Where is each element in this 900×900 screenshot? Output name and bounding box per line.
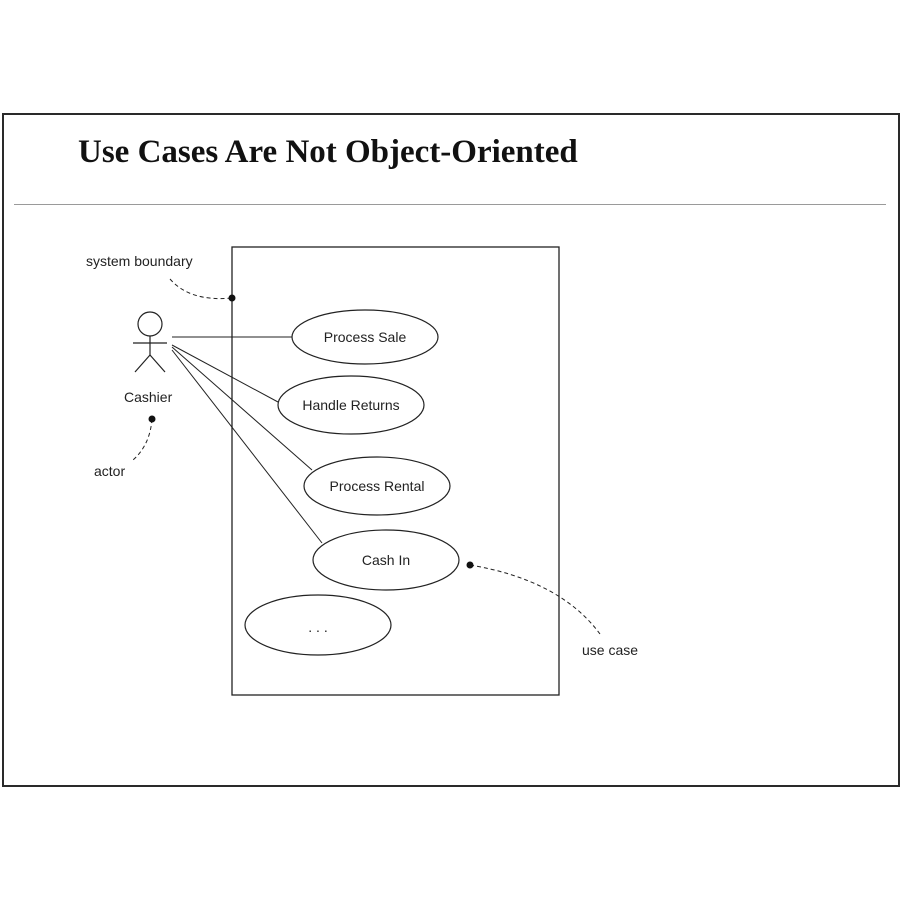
title-divider bbox=[14, 204, 886, 205]
use-case-label-process-sale: Process Sale bbox=[323, 329, 407, 345]
actor-label: Cashier bbox=[124, 389, 173, 405]
slide-title: Use Cases Are Not Object-Oriented bbox=[78, 134, 578, 170]
slide-frame bbox=[2, 113, 900, 787]
marker-system-boundary bbox=[228, 294, 236, 302]
annotation-use-case: use case bbox=[582, 642, 639, 658]
annotation-actor: actor bbox=[94, 463, 126, 479]
use-case-process-sale bbox=[291, 309, 439, 365]
association-handle-returns bbox=[171, 344, 279, 403]
marker-actor bbox=[148, 415, 156, 423]
leader-use-case bbox=[469, 564, 601, 635]
association-process-rental bbox=[171, 346, 313, 471]
system-boundary-box bbox=[231, 246, 560, 696]
marker-use-case bbox=[466, 561, 474, 569]
use-case-more bbox=[244, 594, 392, 656]
use-case-process-rental bbox=[303, 456, 451, 516]
use-case-handle-returns bbox=[277, 375, 425, 435]
leader-system-boundary bbox=[169, 278, 233, 300]
use-case-label-handle-returns: Handle Returns bbox=[302, 397, 400, 413]
actor-icon bbox=[133, 311, 167, 373]
use-case-label-cash-in: Cash In bbox=[361, 552, 411, 568]
use-case-label-process-rental: Process Rental bbox=[329, 478, 425, 494]
leader-actor bbox=[132, 418, 153, 461]
use-case-cash-in bbox=[312, 529, 460, 591]
association-cash-in bbox=[171, 349, 323, 544]
annotation-system-boundary: system boundary bbox=[86, 253, 193, 269]
associations bbox=[171, 336, 323, 544]
use-case-label-more: . . . bbox=[308, 619, 328, 635]
